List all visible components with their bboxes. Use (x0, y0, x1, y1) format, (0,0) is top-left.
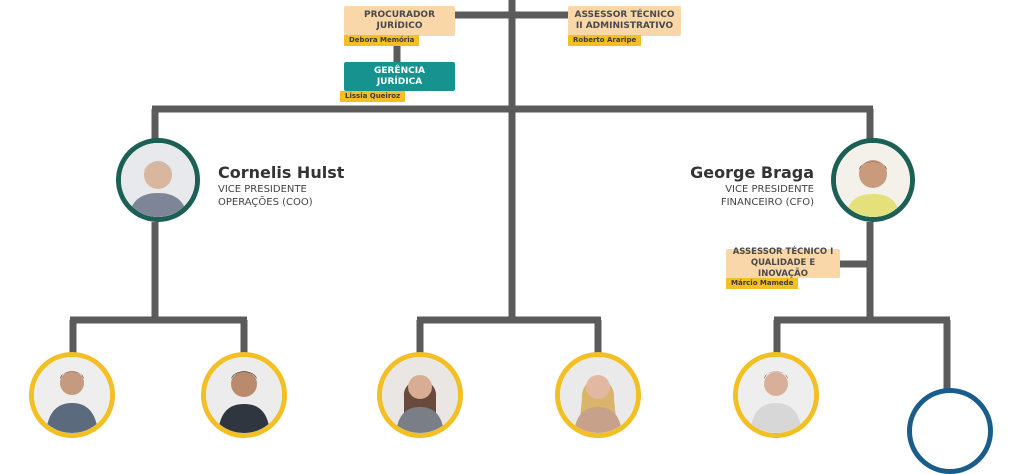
person-silhouette-icon (560, 357, 636, 433)
org-chart-connectors (69, 0, 951, 395)
coo-name: Cornelis Hulst (218, 163, 345, 182)
procurador-title: PROCURADOR JURÍDICO (363, 10, 436, 31)
assessor-i-name-tag: Márcio Mamede (726, 278, 799, 289)
cfo-photo (831, 138, 915, 222)
staff-photo-3 (377, 352, 463, 438)
staff-photo-6 (907, 388, 993, 474)
person-silhouette-icon (738, 357, 814, 433)
assessor-tecnico-i-box[interactable]: ASSESSOR TÉCNICO I QUALIDADE E INOVAÇÃO (726, 247, 840, 279)
person-silhouette-icon (34, 357, 110, 433)
assessor-tecnico-ii-box[interactable]: ASSESSOR TÉCNICO II ADMINISTRATIVO (568, 6, 681, 36)
gerencia-juridica-box[interactable]: GERÊNCIA JURÍDICA (344, 62, 455, 91)
cfo-name: George Braga (690, 163, 814, 182)
coo-photo (116, 138, 200, 222)
staff-photo-2 (201, 352, 287, 438)
procurador-name-tag: Debora Memória (344, 35, 420, 46)
assessor-i-title: ASSESSOR TÉCNICO I QUALIDADE E INOVAÇÃO (732, 247, 834, 279)
person-silhouette-icon (121, 143, 195, 217)
procurador-juridico-box[interactable]: PROCURADOR JURÍDICO (344, 6, 455, 36)
cfo-role-line1: VICE PRESIDENTE (725, 184, 814, 195)
person-silhouette-icon (382, 357, 458, 433)
staff-photo-1 (29, 352, 115, 438)
assessor-ii-title: ASSESSOR TÉCNICO II ADMINISTRATIVO (574, 10, 675, 31)
person-silhouette-icon (836, 143, 910, 217)
gerencia-title: GERÊNCIA JURÍDICA (373, 65, 426, 87)
gerencia-name-tag: Lissia Queiroz (340, 91, 406, 102)
staff-photo-4 (555, 352, 641, 438)
person-silhouette-icon (206, 357, 282, 433)
coo-role-line1: VICE PRESIDENTE (218, 184, 307, 195)
assessor-ii-name-tag: Roberto Araripe (568, 35, 642, 46)
cfo-role-line2: FINANCEIRO (CFO) (720, 197, 814, 208)
staff-photo-5 (733, 352, 819, 438)
coo-role-line2: OPERAÇÕES (COO) (218, 197, 313, 208)
